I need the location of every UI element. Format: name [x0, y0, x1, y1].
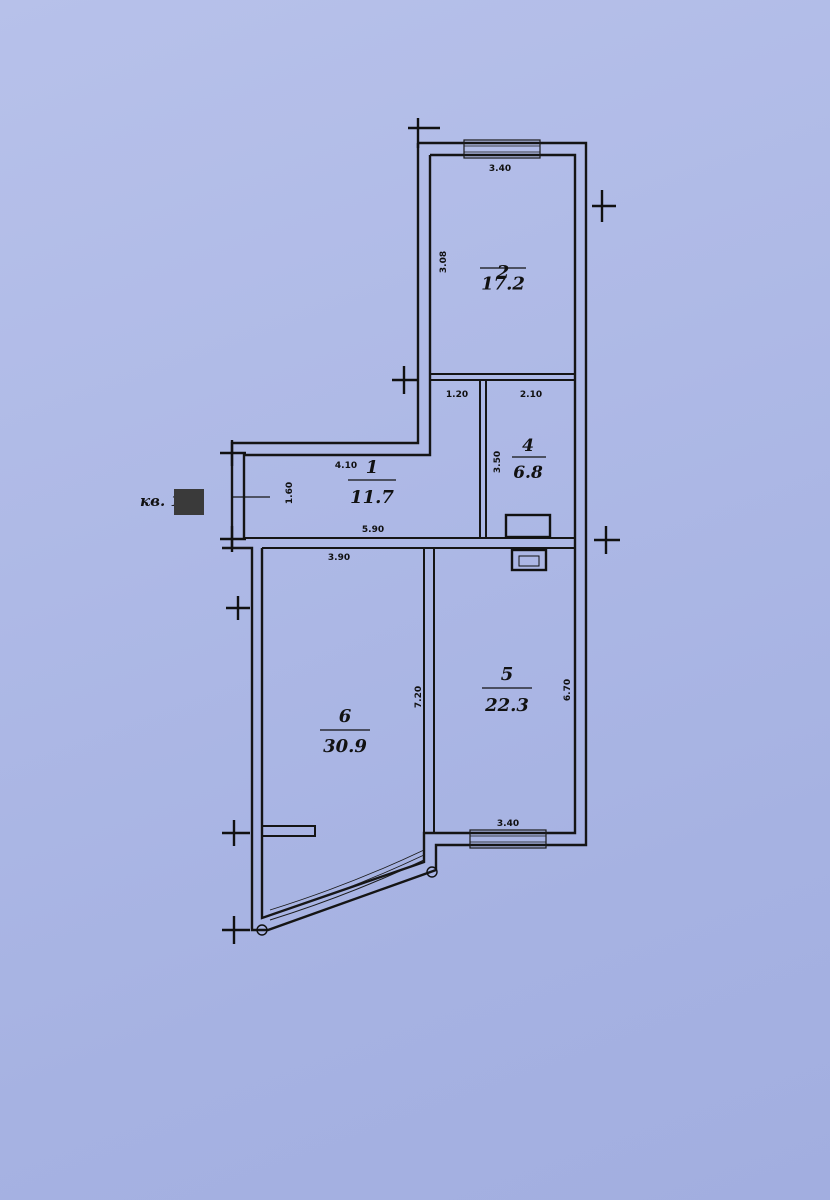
- axis-marker: [594, 526, 620, 554]
- window-bottom: [469, 829, 547, 849]
- apartment-label: кв. 1: [140, 489, 204, 515]
- dimension-label: 1.60: [285, 482, 295, 504]
- axis-marker: [392, 366, 418, 394]
- dimension-label: 1.20: [446, 390, 468, 400]
- room-number: 5: [501, 664, 514, 685]
- dimension-label: 2.10: [520, 390, 542, 400]
- window-curved: [269, 849, 425, 921]
- room-area: 11.7: [350, 487, 394, 508]
- dimension-label: 3.50: [493, 451, 503, 473]
- room-4-label: 4 6.8: [512, 436, 546, 483]
- axis-marker: [220, 440, 246, 466]
- axis-marker: [222, 916, 250, 944]
- axis-marker: [222, 820, 250, 846]
- room-number: 6: [339, 706, 352, 727]
- dimension-labels: 3.40 3.08 1.20 2.10 3.50 4.10 1.60 5.90 …: [285, 164, 573, 829]
- window-top: [463, 139, 541, 159]
- dimension-label: 3.90: [328, 553, 350, 563]
- room-area: 17.2: [481, 273, 525, 294]
- room-area: 30.9: [323, 736, 367, 757]
- dimension-label: 5.90: [362, 525, 384, 535]
- dimension-label: 3.40: [497, 819, 519, 829]
- axis-markers: [220, 118, 620, 944]
- room-area: 6.8: [513, 463, 543, 483]
- room-6-label: 6 30.9: [320, 706, 370, 757]
- redaction-block: [174, 489, 204, 515]
- room-number: 1: [366, 457, 379, 478]
- axis-marker: [226, 596, 250, 620]
- room-1-label: 1 11.7: [348, 457, 396, 508]
- dimension-label: 7.20: [414, 686, 424, 708]
- pillar-mark: [256, 924, 268, 936]
- dimension-label: 4.10: [335, 461, 357, 471]
- dimension-label: 3.40: [489, 164, 511, 174]
- room-number: 4: [522, 436, 534, 456]
- axis-marker: [592, 190, 616, 222]
- ventilation-shafts: [504, 513, 552, 572]
- dimension-label: 6.70: [563, 679, 573, 701]
- room-2-label: 2 17.2: [480, 262, 526, 294]
- apartment-number: кв. 1: [140, 492, 181, 510]
- axis-marker: [220, 526, 246, 552]
- room-number: 2: [496, 262, 510, 283]
- room-5-label: 5 22.3: [482, 664, 532, 716]
- axis-marker: [408, 118, 440, 148]
- pillar-mark: [426, 866, 438, 878]
- dimension-label: 3.08: [439, 251, 449, 273]
- room-area: 22.3: [484, 695, 529, 716]
